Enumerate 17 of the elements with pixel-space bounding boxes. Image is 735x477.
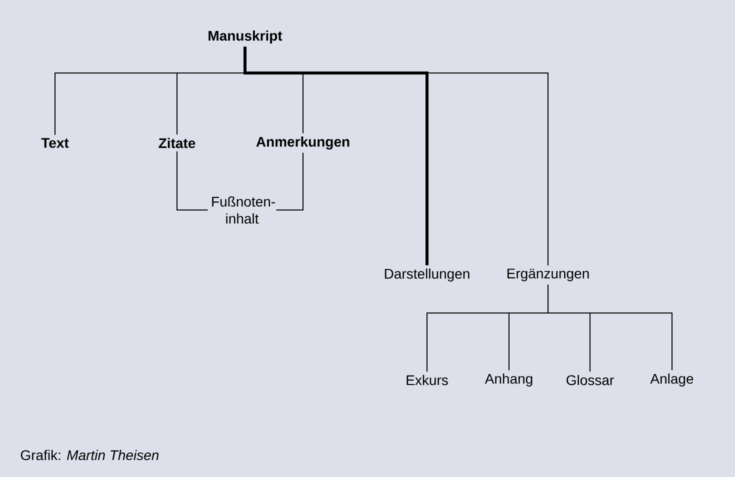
node-label: Ergänzungen bbox=[508, 268, 589, 282]
connector-line bbox=[548, 284, 672, 371]
connector-line bbox=[244, 46, 548, 266]
node-label: Darstellungen bbox=[384, 268, 470, 282]
node-label: Glossar bbox=[566, 374, 614, 386]
node-label: Manuskript bbox=[208, 30, 282, 44]
connector-line bbox=[276, 152, 304, 210]
node-label: Zitate bbox=[158, 138, 196, 148]
connector-line bbox=[244, 46, 428, 266]
connector-line bbox=[176, 150, 208, 210]
credit-note: Grafik: Martin Theisen bbox=[20, 450, 159, 460]
node-label: Fußnoten- inhalt bbox=[212, 196, 275, 224]
node-label: Anlage bbox=[650, 373, 694, 387]
node-label: Exkurs bbox=[406, 374, 448, 386]
node-label: Anhang bbox=[484, 373, 532, 387]
node-label: Text bbox=[41, 138, 69, 148]
node-label: Anmerkungen bbox=[256, 136, 350, 150]
